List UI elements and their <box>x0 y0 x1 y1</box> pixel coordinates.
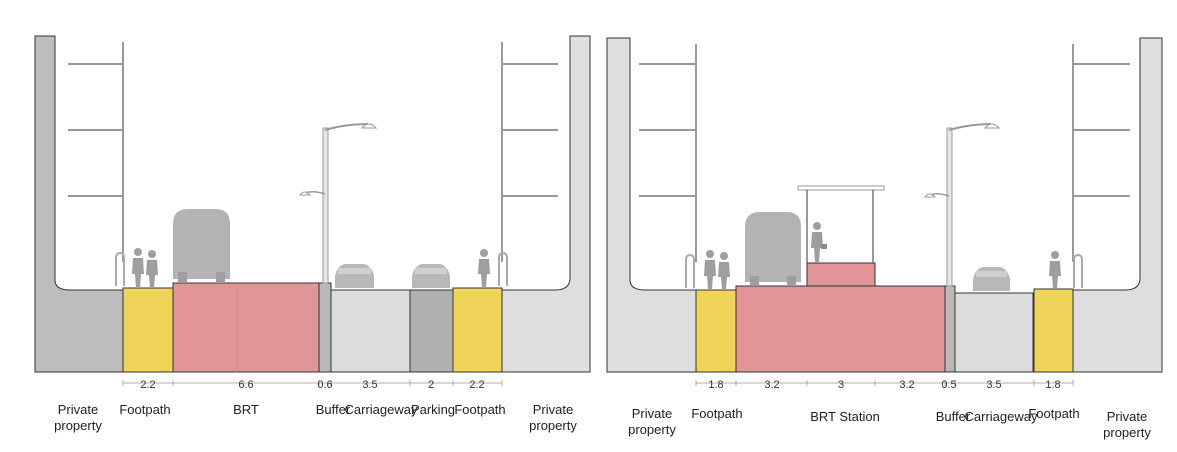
carriageway-segment <box>954 292 1034 373</box>
street-light <box>299 123 378 284</box>
car-carriageway <box>335 264 374 288</box>
dimension-brt: 6.6 <box>238 379 253 391</box>
cross-section-existing: 2.2 6.6 0.6 3.5 2 2.2 Private property F… <box>34 35 591 433</box>
brt-station-shelter <box>797 185 885 263</box>
label-private-property-left: Private <box>58 402 98 417</box>
cross-section-proposed: 1.8 3.2 3 3.2 0.5 3.5 1.8 Private proper… <box>595 0 1177 452</box>
bollard-left <box>115 251 125 286</box>
label-private-property-left-line2: property <box>54 418 102 433</box>
buffer-segment <box>318 282 332 373</box>
private-property-left-building <box>606 37 697 373</box>
brt-lane-segment <box>735 285 946 373</box>
street-light <box>924 123 1001 287</box>
footpath-left-segment <box>122 287 174 373</box>
label-private-property-right-line2: property <box>529 418 577 433</box>
balcony-right <box>501 42 558 262</box>
label-private-property-right: Private <box>533 402 573 417</box>
buffer-segment <box>944 285 956 373</box>
bollard-left <box>685 253 695 288</box>
pedestrians-left <box>132 248 158 288</box>
dimension-carriageway: 3.5 <box>986 379 1001 391</box>
dimension-brt-lane-right: 3.2 <box>899 379 914 391</box>
brt-lane-segment <box>172 282 320 373</box>
label-carriageway: Carriageway <box>345 402 418 417</box>
dimension-line: 1.8 3.2 3 3.2 0.5 3.5 1.8 <box>695 379 1074 391</box>
dimension-footpath-right: 2.2 <box>469 379 484 391</box>
balcony-left <box>68 42 124 262</box>
bus-silhouette <box>745 212 801 286</box>
label-buffer: Buffer <box>936 409 971 424</box>
brt-station-platform <box>806 262 876 287</box>
label-footpath-left: Footpath <box>691 406 742 421</box>
dimension-carriageway: 3.5 <box>362 379 377 391</box>
car-parking <box>412 264 450 288</box>
balcony-left <box>639 44 697 262</box>
bollard-right <box>1073 253 1083 288</box>
label-private-property-right-line2: property <box>1103 425 1151 440</box>
bollard-right <box>498 251 508 286</box>
dimension-footpath-left: 1.8 <box>708 379 723 391</box>
dimension-buffer: 0.6 <box>317 379 332 391</box>
dimension-buffer: 0.5 <box>941 379 956 391</box>
label-buffer: Buffer <box>316 402 351 417</box>
footpath-right-segment <box>452 287 503 373</box>
bus-silhouette <box>173 209 230 283</box>
pedestrians-left <box>704 250 730 289</box>
parking-segment <box>409 289 454 373</box>
private-property-right-building <box>1072 37 1163 373</box>
label-footpath-right: Footpath <box>454 402 505 417</box>
label-private-property-left: Private <box>632 406 672 421</box>
pedestrian-right <box>478 249 490 287</box>
label-footpath-right: Footpath <box>1028 406 1079 421</box>
label-parking: Parking <box>411 402 455 417</box>
dimension-line: 2.2 6.6 0.6 3.5 2 2.2 <box>122 379 503 391</box>
carriageway-segment <box>330 289 411 373</box>
label-brt-station: BRT Station <box>810 409 880 424</box>
label-brt: BRT <box>233 402 259 417</box>
footpath-left-segment <box>695 289 737 373</box>
dimension-footpath-left: 2.2 <box>140 379 155 391</box>
footpath-right-segment <box>1033 288 1074 373</box>
private-property-left-building <box>34 35 124 373</box>
balcony-right <box>1072 44 1130 262</box>
dimension-parking: 2 <box>428 379 434 391</box>
label-private-property-right: Private <box>1107 409 1147 424</box>
dimension-brt-lane-left: 3.2 <box>764 379 779 391</box>
pedestrian-right <box>1049 251 1061 288</box>
label-carriageway: Carriageway <box>965 409 1038 424</box>
cross-section-left-svg: 2.2 6.6 0.6 3.5 2 2.2 Private property F… <box>34 35 591 433</box>
car-carriageway <box>973 267 1010 291</box>
label-private-property-left-line2: property <box>628 422 676 437</box>
cross-section-right-svg: 1.8 3.2 3 3.2 0.5 3.5 1.8 Private proper… <box>606 37 1163 440</box>
private-property-right-building <box>501 35 591 373</box>
label-footpath-left: Footpath <box>119 402 170 417</box>
dimension-footpath-right: 1.8 <box>1045 379 1060 391</box>
pedestrian-station <box>811 222 827 262</box>
dimension-brt-station: 3 <box>838 379 844 391</box>
